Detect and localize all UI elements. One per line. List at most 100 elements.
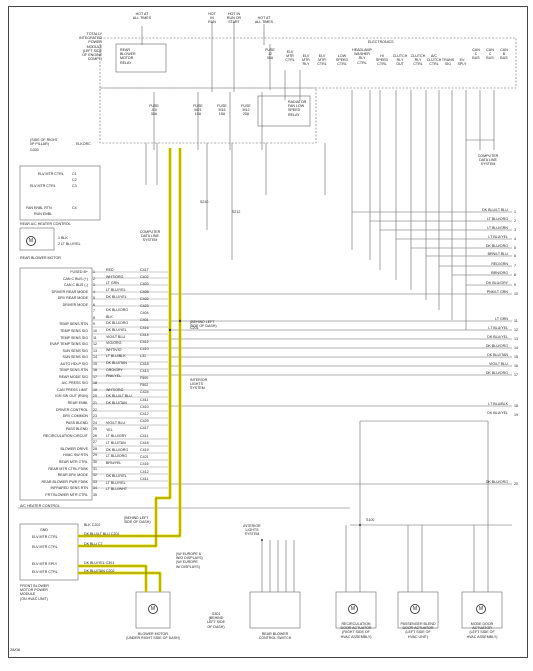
hvac-pin-number: 30 bbox=[93, 459, 97, 464]
hvac-pin-label: DRIVER REAR MODE bbox=[51, 289, 88, 294]
blower-motor-label: BLOWER MOTOR(UNDER RIGHT SIDE OF DASH) bbox=[126, 632, 180, 641]
hvac-pin-number: 5 bbox=[93, 296, 95, 301]
right-harness-wire: BRN/LT BLU bbox=[487, 251, 508, 256]
right-harness-pin: 4 bbox=[514, 237, 516, 241]
rear-blower-motor-icon: M bbox=[26, 236, 36, 246]
hvac-wire-color: VIO/ORG bbox=[106, 341, 122, 346]
hvac-wire-color: BRN/YEL bbox=[106, 460, 122, 465]
hvac-pin-label: FUSED B+ bbox=[70, 270, 88, 274]
hvac-pin-number: 25 bbox=[93, 427, 97, 432]
hvac-connector: C401 bbox=[140, 318, 149, 323]
right-harness-wire: DK BLU/ORG bbox=[485, 479, 508, 484]
right-harness-wire: DK BLU/ORG bbox=[485, 370, 508, 375]
right-harness-pin: 5 bbox=[514, 246, 516, 250]
hvac-pin-label: CAN C BUS (+) bbox=[62, 276, 88, 281]
right-harness-wire: RED/GRN bbox=[491, 261, 508, 266]
hvac-pin-label: FRT BLOWER MTR CTRL bbox=[45, 492, 88, 497]
hvac-pin-label: REAR MODE SIG bbox=[59, 374, 88, 379]
hvac-connector: C410 bbox=[140, 347, 149, 352]
hvac-pin-label: EVAP TEMP SENS SIG bbox=[49, 342, 88, 347]
hvac-pin-label: TEMP SENS SIG bbox=[60, 335, 88, 340]
hvac-connector: C412 bbox=[140, 340, 149, 344]
hvac-pin-number: 19 bbox=[93, 387, 97, 392]
right-harness-wire: LT BLU/ORG bbox=[486, 216, 508, 221]
hvac-wire-color: LT BLU/GRY bbox=[106, 434, 127, 439]
rear-blower-pin-2: 2 LT BLU/YEL bbox=[58, 242, 81, 246]
hvac-pin-number: 17 bbox=[93, 374, 97, 379]
right-harness-pin: 9 bbox=[514, 283, 516, 287]
hvac-connector: C416 bbox=[140, 462, 149, 467]
hvac-connector: F500 bbox=[140, 376, 149, 380]
hvac-wire-color: YEL bbox=[106, 427, 113, 432]
hvac-pin-number: 11 bbox=[93, 335, 97, 340]
hvac-wire-color: LT GRN bbox=[106, 281, 119, 286]
hvac-pin-label: IGN SW OUT (RUN) bbox=[55, 394, 88, 399]
rear-ac-pin-label-2: FAN ENBL RTN bbox=[26, 206, 52, 210]
hvac-connector: C429 bbox=[140, 419, 149, 424]
hvac-pin-number: 1 bbox=[93, 270, 95, 274]
hvac-connector: C413 bbox=[140, 368, 149, 373]
hvac-pin-label: BLOWER DRIVE bbox=[60, 446, 88, 451]
front-pin-label-2: ELV MTR CTRL bbox=[32, 545, 58, 549]
hvac-pin-number: 33 bbox=[93, 479, 97, 484]
rear-blower-motor-label: REAR BLOWER MOTOR bbox=[20, 256, 61, 260]
hvac-pin-number: 8 bbox=[93, 315, 95, 320]
front-pin-label-1: ELV MTR CTRL bbox=[32, 535, 58, 539]
right-harness-wire: DK BLU/ORG bbox=[485, 243, 508, 248]
hvac-wire-color: DK BLU/TAN bbox=[106, 401, 127, 405]
hvac-pin-label: INFRARED SENS RTN bbox=[50, 486, 88, 491]
hvac-pin-label: AUTO HDLP SIG bbox=[60, 361, 88, 366]
hvac-connector: C402 bbox=[140, 275, 149, 280]
right-harness-wire: DK BLU/TAN bbox=[487, 352, 508, 357]
hvac-pin-label: DRIVER MODE bbox=[62, 302, 88, 307]
hvac-connector: C411 bbox=[140, 397, 149, 402]
hvac-pin-number: 23 bbox=[93, 414, 97, 419]
front-pin-label-0: GND bbox=[40, 528, 48, 532]
splice-g300: G300 bbox=[30, 148, 39, 152]
splice-c201: C201 bbox=[190, 326, 199, 330]
hvac-connector: L31 bbox=[140, 354, 146, 359]
hvac-wire-color: LT BLU/ORG bbox=[106, 454, 128, 459]
right-harness-pin: 1 bbox=[514, 210, 516, 214]
hvac-wire-color: DK BLU/YEL bbox=[106, 294, 127, 299]
hvac-pin-label: SUN SENS SIG bbox=[62, 355, 88, 360]
hvac-connector: C403 bbox=[140, 282, 149, 287]
hvac-connector: C410 bbox=[140, 404, 149, 409]
hvac-wire-color: DK BLU/ORG bbox=[106, 307, 129, 312]
page-label: 28/08 bbox=[10, 647, 21, 652]
right-harness-wire: LT BLU/YEL bbox=[488, 325, 508, 330]
front-wire-3: DK BLU/YEL C301 bbox=[84, 561, 115, 565]
rear-ac-heater-control-label: REAR A/C HEATER CONTROL bbox=[20, 222, 71, 226]
hvac-wire-color: RED bbox=[106, 268, 114, 272]
hvac-pin-number: 28 bbox=[93, 446, 97, 451]
hvac-pin-label: A/C PRESS SIG bbox=[61, 381, 88, 386]
hvac-connector: C411 bbox=[140, 476, 149, 481]
hvac-wire-color: DK BLU/YEL bbox=[106, 474, 127, 479]
hvac-connector: C412 bbox=[140, 469, 149, 474]
hvac-pin-label: REAR MTR CTRL FDBK bbox=[48, 466, 88, 471]
hvac-pin-label: RECIRCULATION CIRCUIT bbox=[43, 433, 88, 438]
hvac-pin-number: 32 bbox=[93, 473, 97, 478]
hvac-wire-color: LT BLU/YEL bbox=[106, 480, 126, 485]
hvac-wire-color: DK BLU/LT BLU bbox=[106, 394, 132, 399]
right-harness-wire: LT BLU/GRN bbox=[487, 225, 508, 230]
